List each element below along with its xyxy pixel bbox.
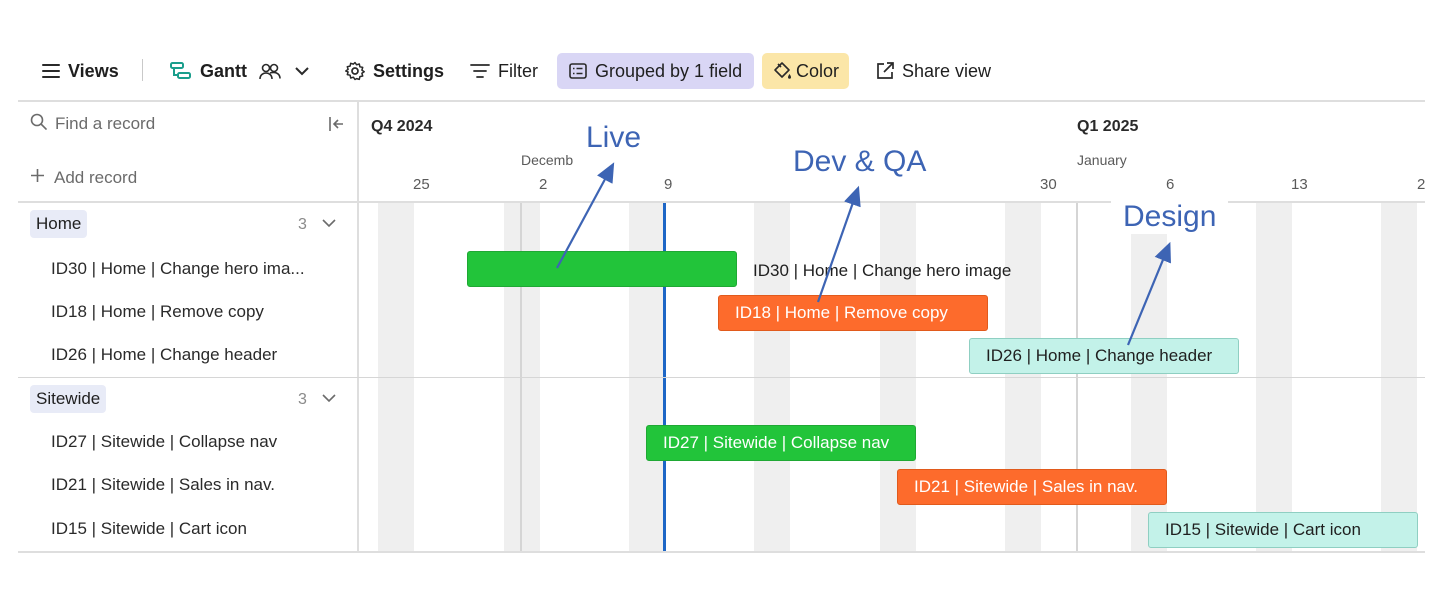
record-row[interactable]: ID18 | Home | Remove copy [51, 302, 264, 321]
day-label: 2 [1417, 176, 1425, 193]
record-list-header: Find a record Add record [18, 102, 357, 201]
group-name: Home [30, 210, 88, 238]
add-record-label: Add record [54, 168, 138, 187]
chevron-down-icon[interactable] [322, 215, 336, 233]
search-icon [30, 113, 47, 135]
settings-button[interactable]: Settings [345, 53, 444, 89]
month-label: Decemb [521, 152, 573, 168]
header-divider [18, 201, 1425, 203]
gantt-bar[interactable] [467, 251, 737, 287]
gantt-bar-label: ID18 | Home | Remove copy [735, 303, 948, 322]
chevron-down-icon[interactable] [295, 66, 309, 76]
group-label: Grouped by 1 field [595, 60, 743, 81]
record-row[interactable]: ID21 | Sitewide | Sales in nav. [51, 475, 275, 494]
find-record-search[interactable]: Find a record [30, 113, 155, 135]
gantt-bar-label: ID27 | Sitewide | Collapse nav [663, 433, 890, 452]
color-button[interactable]: Color [762, 53, 850, 89]
day-label: 9 [664, 176, 673, 193]
gantt-bar[interactable]: ID18 | Home | Remove copy [718, 295, 988, 331]
gantt-bar-label: ID15 | Sitewide | Cart icon [1165, 520, 1361, 539]
chevron-down-icon[interactable] [322, 390, 336, 408]
paint-bucket-icon [772, 61, 792, 81]
annotation-dev-qa: Dev & QA [793, 145, 927, 178]
collapse-panel-icon[interactable] [328, 116, 344, 137]
group-header-home[interactable]: Home 3 [18, 207, 357, 241]
gantt-bar-outside-label: ID30 | Home | Change hero image [753, 261, 1012, 280]
group-list-icon [569, 63, 587, 79]
month-label: January [1077, 152, 1127, 168]
group-count: 3 [298, 216, 307, 233]
group-count: 3 [298, 391, 307, 408]
gantt-bar-label: ID21 | Sitewide | Sales in nav. [914, 477, 1138, 496]
settings-label: Settings [373, 60, 445, 81]
gantt-bar-label: ID26 | Home | Change header [986, 346, 1213, 365]
gantt-icon [170, 61, 192, 81]
color-label: Color [796, 60, 840, 81]
day-label: 25 [413, 176, 430, 193]
record-row[interactable]: ID27 | Sitewide | Collapse nav [51, 432, 278, 451]
day-label: 2 [539, 176, 548, 193]
hamburger-icon [42, 63, 60, 79]
day-label: 30 [1040, 176, 1057, 193]
group-name: Sitewide [30, 385, 107, 413]
left-panel-divider[interactable] [357, 100, 359, 553]
plus-icon [30, 168, 45, 188]
grid-top-border [18, 100, 1425, 102]
annotation-design: Design [1111, 200, 1229, 234]
view-switcher[interactable]: Gantt [170, 53, 309, 89]
toolbar: Views Gantt Settings Filter Grouped by 1… [0, 50, 1456, 92]
day-label: 6 [1166, 176, 1175, 193]
gantt-bar[interactable]: ID26 | Home | Change header [969, 338, 1239, 374]
filter-icon [470, 63, 490, 79]
day-label: 13 [1291, 176, 1308, 193]
share-view-button[interactable]: Share view [876, 53, 991, 89]
annotation-live: Live [586, 121, 642, 154]
views-label: Views [68, 60, 119, 81]
add-record-button[interactable]: Add record [30, 168, 137, 188]
group-button[interactable]: Grouped by 1 field [557, 53, 755, 89]
record-row[interactable]: ID26 | Home | Change header [51, 345, 278, 364]
gantt-bar[interactable]: ID15 | Sitewide | Cart icon [1148, 512, 1418, 548]
collaborators-icon [259, 62, 281, 80]
external-link-icon [876, 62, 894, 80]
grid-bottom-border [18, 551, 1425, 553]
gear-icon [345, 61, 365, 81]
quarter-label: Q1 2025 [1077, 118, 1139, 135]
gantt-bar[interactable]: ID21 | Sitewide | Sales in nav. [897, 469, 1167, 505]
record-row[interactable]: ID30 | Home | Change hero ima... [51, 259, 305, 278]
share-view-label: Share view [902, 60, 992, 81]
views-button[interactable]: Views [42, 53, 119, 89]
record-row[interactable]: ID15 | Sitewide | Cart icon [51, 519, 247, 538]
group-divider [18, 377, 1425, 378]
group-header-sitewide[interactable]: Sitewide 3 [18, 382, 357, 416]
filter-button[interactable]: Filter [470, 53, 538, 89]
quarter-label: Q4 2024 [371, 118, 433, 135]
view-name: Gantt [200, 60, 247, 81]
toolbar-separator [142, 59, 143, 81]
gantt-bar[interactable]: ID27 | Sitewide | Collapse nav [646, 425, 916, 461]
filter-label: Filter [498, 60, 538, 81]
search-placeholder: Find a record [55, 114, 156, 133]
